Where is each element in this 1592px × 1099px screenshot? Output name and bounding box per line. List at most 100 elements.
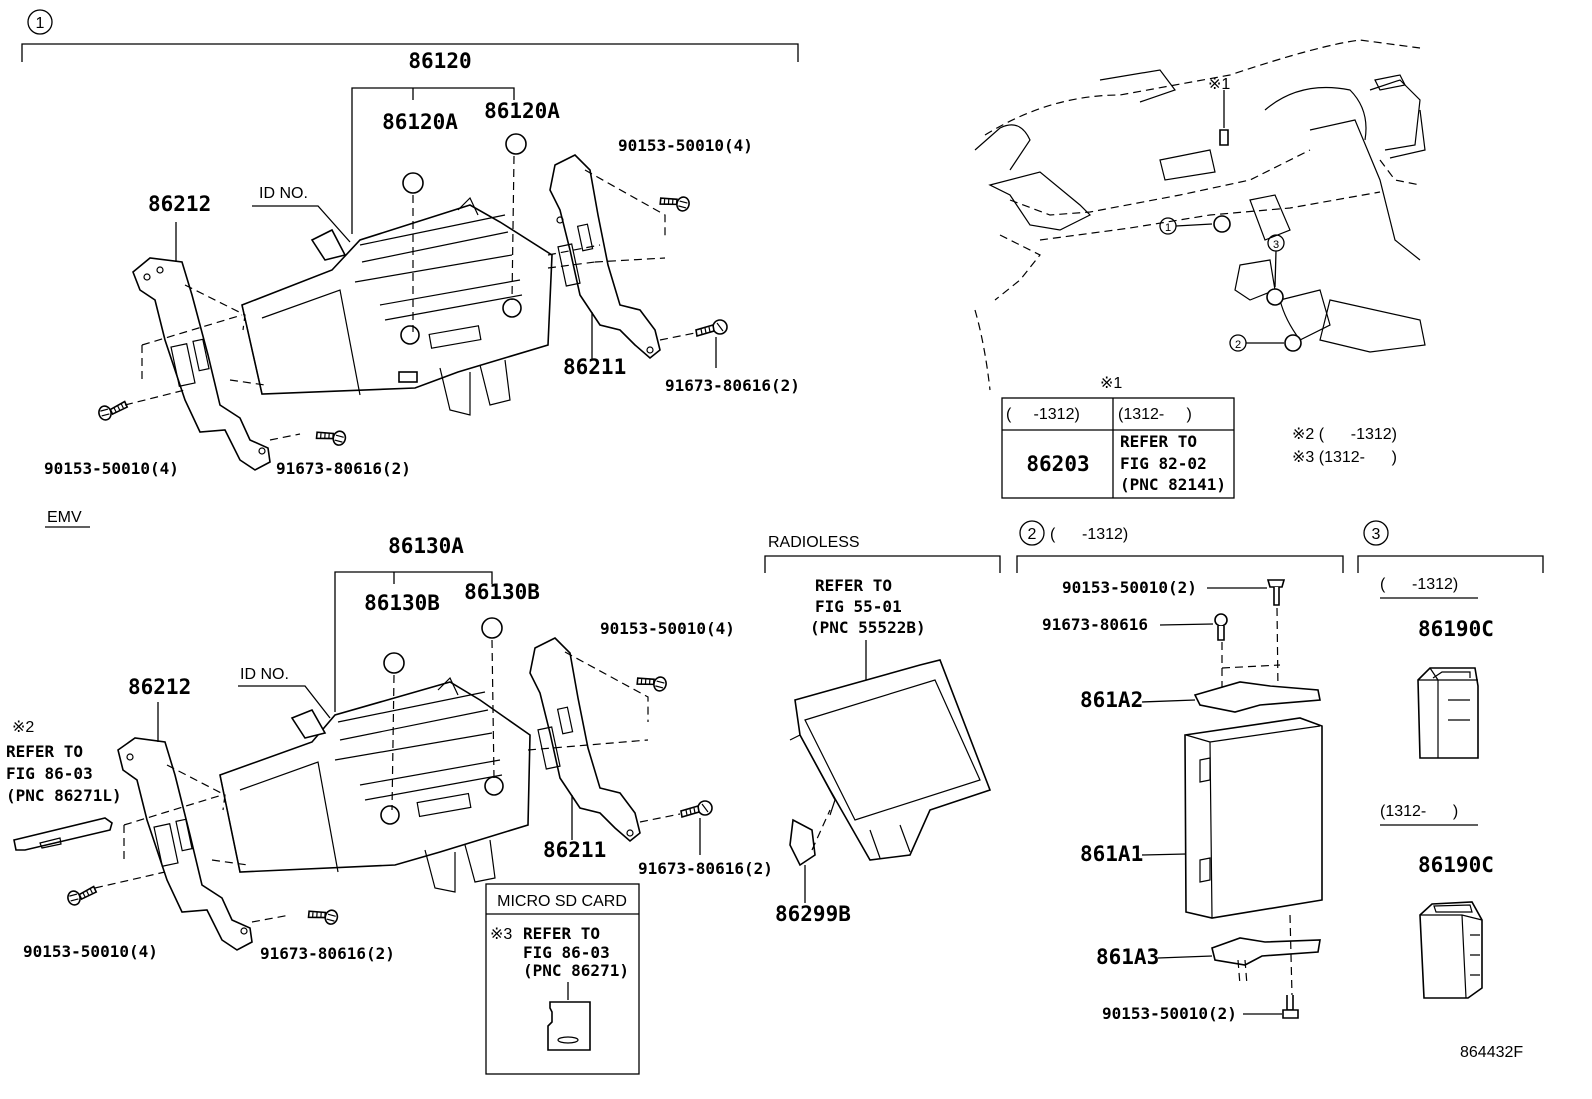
note2-line3: (PNC 86271L) [6, 786, 122, 805]
location-mark1: ※1 [1208, 76, 1230, 93]
note2-line1: REFER TO [6, 742, 83, 761]
table-col2-line3: (PNC 82141) [1120, 475, 1226, 494]
radioless-line1: REFER TO [815, 576, 892, 595]
section-1-bracket-line [21, 43, 799, 62]
label-86212-emv: 86212 [128, 675, 191, 699]
label-id-no-emv: ID NO. [240, 666, 289, 683]
section-2-module-group: 2 ( -1312) 90153-5001 [1016, 520, 1344, 1023]
radioless-title: RADIOLESS [768, 534, 860, 551]
label-id-no-top: ID NO. [259, 185, 308, 202]
knob-86130b-right [481, 617, 503, 639]
section-3-range-late: (1312- ) [1380, 803, 1458, 820]
bracket-86211-top [549, 154, 661, 360]
knob-86120a-right [505, 133, 527, 155]
clip-86299b [789, 818, 816, 867]
section-2-marker: 2 [1028, 526, 1037, 543]
emv-title: EMV [47, 509, 82, 526]
label-screw-bottom-left-emv: 90153-50010(4) [23, 942, 158, 961]
label-86130a: 86130A [388, 534, 464, 558]
microsd-mark: ※3 [490, 926, 512, 943]
label-86120: 86120 [408, 49, 471, 73]
label-86190c-late: 86190C [1418, 853, 1494, 877]
label-861a3: 861A3 [1096, 945, 1159, 969]
knob-86130b-left [383, 652, 405, 674]
section-1-marker-circle [27, 9, 53, 35]
microsd-card-icon [547, 1001, 591, 1051]
emv-head-unit-group: EMV [6, 509, 773, 1075]
switch-86190c-early [1417, 667, 1479, 759]
screw-bottom-left-top [96, 399, 130, 423]
microsd-title: MICRO SD CARD [497, 893, 627, 910]
bracket-86212-top [132, 257, 271, 471]
table-col1-value: 86203 [1026, 452, 1089, 476]
diagram-code: 864432F [1460, 1044, 1523, 1061]
table-col2-header: (1312- ) [1118, 406, 1192, 423]
part-selection-table: ※1 ( -1312) (1312- ) 86203 REFER TO FIG … [1001, 375, 1235, 499]
screw-top-right-emv [635, 670, 669, 694]
microsd-line2: FIG 86-03 [523, 943, 610, 962]
radioless-bracket [794, 659, 992, 861]
section-3-switch-group: 3 ( -1312) 86190C (1312- ) 86190C [1357, 520, 1544, 999]
label-86130b-left: 86130B [364, 591, 440, 615]
screw-bottom-top [314, 424, 348, 448]
legend-line2: ※3 (1312- ) [1292, 449, 1397, 466]
table-col2-line2: FIG 82-02 [1120, 454, 1207, 473]
bracket-86211-emv [529, 637, 641, 843]
screw-section2-bottom [1282, 995, 1299, 1019]
bracket-861a3 [1211, 937, 1321, 966]
label-86212-top: 86212 [148, 192, 211, 216]
label-bolt-right: 91673-80616(2) [665, 376, 800, 395]
label-screw-section2-bottom: 90153-50010(2) [1102, 1004, 1237, 1023]
legend: ※2 ( -1312) ※3 (1312- ) [1292, 426, 1397, 466]
section-3-marker: 3 [1372, 526, 1381, 543]
table-col1-header: ( -1312) [1006, 406, 1080, 423]
section-1-head-unit-group: 1 [21, 9, 800, 478]
bracket-861a2 [1193, 681, 1321, 713]
radioless-line2: FIG 55-01 [815, 597, 902, 616]
note2-mark: ※2 [12, 719, 34, 736]
label-screw-bottom-left: 90153-50010(4) [44, 459, 179, 478]
label-bolt-bottom-emv: 91673-80616(2) [260, 944, 395, 963]
label-86120a-left: 86120A [382, 110, 458, 134]
label-86190c-early: 86190C [1418, 617, 1494, 641]
module-861a1 [1184, 717, 1323, 919]
label-86211-top: 86211 [563, 355, 626, 379]
label-861a1: 861A1 [1080, 842, 1143, 866]
screw-top-right-top [658, 190, 692, 214]
table-mark: ※1 [1100, 375, 1122, 392]
microsd-box: MICRO SD CARD ※3 REFER TO FIG 86-03 (PNC… [485, 883, 640, 1075]
label-screw-top-right: 90153-50010(4) [618, 136, 753, 155]
screw-bottom-left-emv [65, 884, 99, 908]
label-86299b: 86299B [775, 902, 851, 926]
legend-line1: ※2 ( -1312) [1292, 426, 1397, 443]
bracket-86212-emv [117, 737, 253, 951]
bolt-right-top [695, 319, 728, 337]
section-3-range-early: ( -1312) [1380, 576, 1458, 593]
bolt-right-emv [680, 800, 713, 818]
location-callout-2: 2 [1235, 339, 1241, 351]
screw-bottom-emv [306, 903, 340, 927]
screw-section2-top [1266, 579, 1286, 606]
note2-line2: FIG 86-03 [6, 764, 93, 783]
radioless-group: RADIOLESS REFER TO FIG 55-01 (PNC 55522B… [764, 534, 1001, 926]
label-bolt-bottom: 91673-80616(2) [276, 459, 411, 478]
label-screw-section2-top: 90153-50010(2) [1062, 578, 1197, 597]
label-86120a-right: 86120A [484, 99, 560, 123]
table-col2-line1: REFER TO [1120, 432, 1197, 451]
microsd-line1: REFER TO [523, 924, 600, 943]
label-86211-emv: 86211 [543, 838, 606, 862]
radioless-line3: (PNC 55522B) [810, 618, 926, 637]
switch-86190c-late [1419, 901, 1483, 999]
label-bolt-section2: 91673-80616 [1042, 615, 1148, 634]
location-callout-1: 1 [1165, 222, 1171, 234]
section-2-range: ( -1312) [1050, 526, 1128, 543]
label-bolt-right-emv: 91673-80616(2) [638, 859, 773, 878]
label-86130b-right: 86130B [464, 580, 540, 604]
head-unit-86120 [241, 196, 553, 416]
trim-86271l [13, 817, 113, 851]
label-861a2: 861A2 [1080, 688, 1143, 712]
section-1-marker: 1 [36, 15, 45, 32]
head-unit-86130a [219, 676, 531, 893]
microsd-line3: (PNC 86271) [523, 961, 629, 980]
